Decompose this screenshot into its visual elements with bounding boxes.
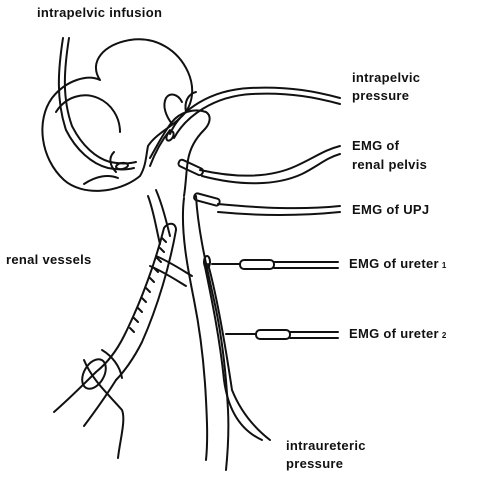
- renal-pelvis: [150, 110, 210, 196]
- label-intraureteric-pressure-1: intraureteric: [286, 438, 366, 454]
- label-emg-ureter-2-text: EMG of ureter: [349, 326, 439, 341]
- label-emg-ureter-1-text: EMG of ureter: [349, 256, 439, 271]
- electrode-renal-pelvis: [178, 159, 205, 176]
- wire-upj-2: [218, 212, 340, 215]
- label-emg-ureter-1-sub: 1: [442, 261, 447, 270]
- clamp-jaw-left: [96, 228, 164, 372]
- renal-vessel-lower: [148, 196, 160, 244]
- intrapelvic-infusion-catheter: [59, 38, 134, 170]
- label-intrapelvic-infusion: intrapelvic infusion: [37, 5, 162, 21]
- label-emg-upj: EMG of UPJ: [352, 202, 429, 218]
- clamp-tip: [164, 224, 176, 230]
- clamp-jaw-right: [116, 230, 176, 380]
- intraureteric-pressure-catheter: [208, 264, 270, 440]
- label-emg-renal-pelvis-2: renal pelvis: [352, 157, 427, 173]
- label-emg-renal-pelvis-1: EMG of: [352, 138, 399, 154]
- label-renal-vessels: renal vessels: [6, 252, 92, 268]
- intrapelvic-pressure-catheter-2: [174, 94, 340, 138]
- ureter-left-wall: [183, 198, 207, 460]
- renal-sinus-notch: [84, 176, 118, 184]
- electrode-ureter-1: [240, 260, 274, 269]
- label-intraureteric-pressure-2: pressure: [286, 456, 343, 472]
- label-intrapelvic-pressure-1: intrapelvic: [352, 70, 420, 86]
- clamp-handle-left: [54, 372, 96, 412]
- wire-renal-pelvis: [202, 154, 340, 183]
- wire-upj: [218, 204, 340, 208]
- label-emg-ureter-2-sub: 2: [442, 331, 447, 340]
- clamp-teeth: [130, 238, 166, 332]
- wire-renal-pelvis-2: [200, 146, 340, 176]
- label-intrapelvic-pressure-2: pressure: [352, 88, 409, 104]
- electrode-ureter-2: [256, 330, 290, 339]
- ureter-inner-line: [204, 262, 262, 440]
